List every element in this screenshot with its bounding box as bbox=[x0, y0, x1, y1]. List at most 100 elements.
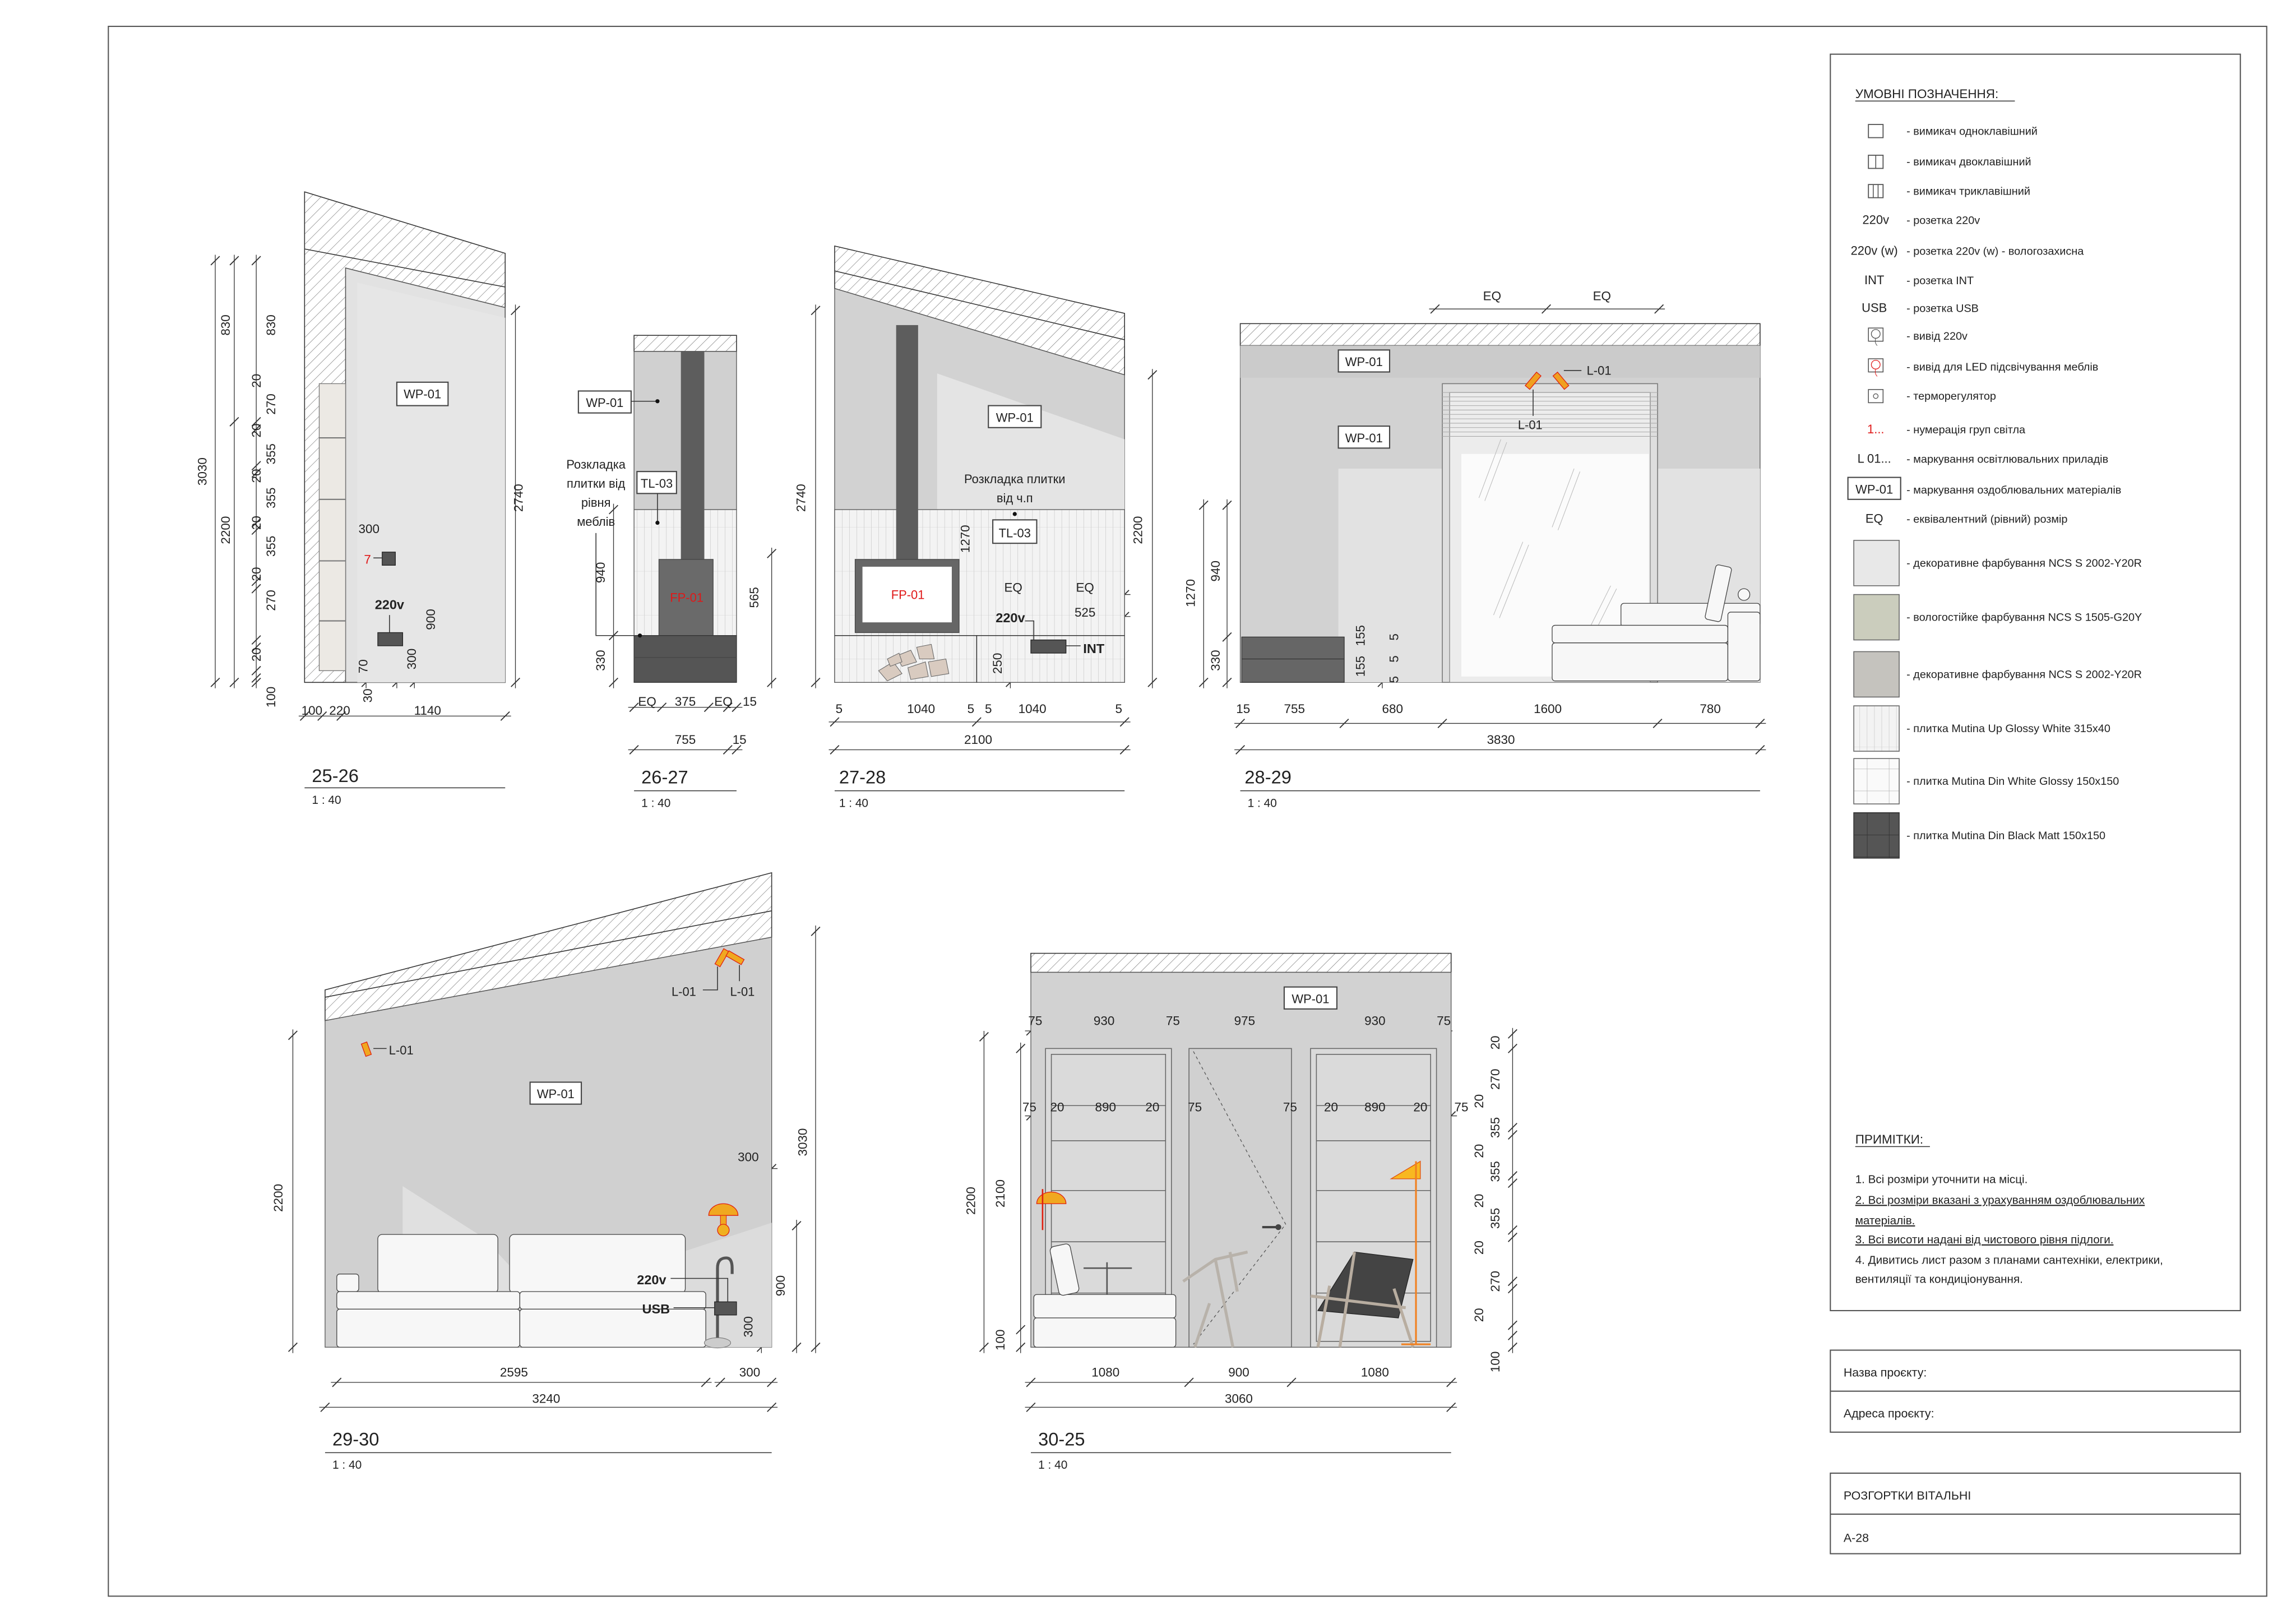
material-tag: WP-01 bbox=[1292, 992, 1329, 1006]
dimension-label: 5 bbox=[1387, 676, 1401, 683]
dimension-line bbox=[1119, 717, 1130, 727]
dimension-line bbox=[811, 1342, 821, 1352]
dimension-label: 330 bbox=[1209, 650, 1223, 670]
dimension-label: EQ bbox=[1483, 289, 1501, 303]
dimension-line bbox=[1286, 1377, 1297, 1387]
dimension-label: 2100 bbox=[993, 1179, 1007, 1207]
dimension-line bbox=[210, 256, 220, 266]
project-address-label: Адреса проєкту: bbox=[1844, 1407, 1934, 1421]
dimension-line bbox=[629, 744, 639, 755]
chimney-flue bbox=[681, 351, 705, 559]
material-swatch-tile-up bbox=[1853, 705, 1900, 752]
material-item: - вологостійке фарбування NCS S 1505-G20… bbox=[1906, 612, 2142, 624]
dimension-label: EQ bbox=[638, 695, 656, 709]
dimension-label: 2740 bbox=[794, 484, 808, 512]
dimension-line bbox=[1654, 304, 1664, 314]
material-item: - декоративне фарбування NCS S 2002-Y20R bbox=[1906, 557, 2142, 570]
legend-symbol: 1... bbox=[1867, 422, 1885, 436]
dimension-label: 75 bbox=[1437, 1014, 1451, 1028]
switch-1-icon bbox=[1868, 124, 1884, 138]
door-handle-icon bbox=[1275, 1224, 1281, 1230]
project-name-label: Назва проєкту: bbox=[1844, 1366, 1927, 1380]
dimension-label: 3830 bbox=[1487, 733, 1515, 747]
note-line: матеріалів. bbox=[1855, 1214, 1915, 1227]
dimension-label: 75 bbox=[1188, 1100, 1202, 1114]
dimension-label: 1080 bbox=[1091, 1366, 1119, 1380]
dimension-line bbox=[1507, 1330, 1517, 1340]
ceiling-hatch bbox=[633, 335, 737, 352]
dimension-label: 20 bbox=[1472, 1144, 1486, 1158]
material-swatch-tile-din-black bbox=[1853, 812, 1900, 859]
elevation-title: 26-27 bbox=[641, 767, 688, 788]
dimension-label: 680 bbox=[1382, 702, 1403, 716]
dimension-line bbox=[1507, 1043, 1517, 1053]
dimension-line bbox=[336, 711, 346, 721]
dimension-line bbox=[1016, 1342, 1026, 1352]
dimension-line bbox=[1147, 677, 1158, 687]
dimension-label: 20 bbox=[1324, 1100, 1338, 1114]
dimension-label: 270 bbox=[1488, 1271, 1502, 1292]
dimension-line bbox=[511, 306, 520, 316]
dimension-line bbox=[1507, 1225, 1517, 1235]
legend-symbol: WP-01 bbox=[1855, 482, 1893, 496]
legend-symbol: USB bbox=[1862, 300, 1887, 314]
dimension-line bbox=[251, 677, 261, 687]
dimension-line bbox=[1755, 718, 1765, 728]
firewood-pile bbox=[878, 644, 950, 682]
dimension-line bbox=[1119, 744, 1130, 755]
dimension-label: 5 bbox=[985, 702, 992, 716]
dimension-line bbox=[299, 711, 309, 721]
dimension-label: 155 bbox=[1354, 656, 1368, 677]
dimension-line bbox=[811, 926, 821, 936]
dimension-line bbox=[1507, 1276, 1517, 1287]
dimension-label: 300 bbox=[738, 1150, 758, 1164]
material-item: - плитка Mutina Din Black Matt 150x150 bbox=[1906, 830, 2105, 842]
dimension-line bbox=[971, 717, 982, 727]
legend-item: - вимикач триклавішний bbox=[1906, 185, 2030, 197]
dimension-label: 565 bbox=[747, 587, 761, 608]
socket-label: 220v bbox=[637, 1273, 666, 1287]
tile-layout-note: плитки від bbox=[567, 476, 625, 491]
sheet-title: РОЗГОРТКИ ВІТАЛЬНІ bbox=[1844, 1489, 1971, 1502]
dimension-line bbox=[791, 1342, 802, 1352]
dimension-line bbox=[1198, 677, 1209, 687]
legend-item: - вивід 220v bbox=[1906, 330, 1968, 343]
dimension-line bbox=[1147, 370, 1158, 380]
material-swatch bbox=[1853, 540, 1900, 586]
legend-panel: УМОВНІ ПОЗНАЧЕННЯ: 220v 220v (w) INT USB… bbox=[1830, 53, 2241, 1312]
dimension-line bbox=[511, 677, 520, 687]
dimension-label: 1270 bbox=[1184, 579, 1198, 607]
dimension-label: 3240 bbox=[532, 1392, 560, 1406]
dimension-line bbox=[703, 702, 714, 712]
socket-int-block bbox=[1030, 639, 1067, 654]
legend-item: - маркування освітлювальних приладів bbox=[1906, 453, 2108, 465]
dimension-line bbox=[767, 1402, 777, 1412]
dimension-label: 100 bbox=[1488, 1352, 1502, 1372]
elevation-25-26: WP-01 7 220v 3030 830 2200 830 20 270 20… bbox=[195, 191, 526, 807]
dimension-line bbox=[1198, 500, 1209, 510]
dimension-line bbox=[251, 635, 261, 645]
dimension-label: 20 bbox=[1472, 1194, 1486, 1208]
dimension-label: 1040 bbox=[907, 702, 935, 716]
thermostat-icon bbox=[1868, 389, 1884, 404]
dimension-label: 75 bbox=[1022, 1100, 1036, 1114]
dimension-label: 20 bbox=[1472, 1308, 1486, 1322]
armchair bbox=[1310, 1251, 1415, 1348]
dimension-label: 220 bbox=[329, 704, 350, 718]
dimension-line bbox=[723, 744, 733, 755]
dimension-line bbox=[791, 1220, 802, 1230]
note-line: 3. Всі висоти надані від чистового рівня… bbox=[1855, 1233, 2114, 1246]
elevation-26-27: WP-01 TL-03 FP-01 Розкладка плитки від р… bbox=[566, 335, 761, 809]
dimension-line bbox=[629, 702, 639, 712]
side-table bbox=[1084, 1262, 1132, 1295]
dimension-line bbox=[1184, 1377, 1194, 1387]
dimension-line bbox=[1437, 718, 1447, 728]
switch-2-icon bbox=[1868, 154, 1884, 169]
dimension-line bbox=[657, 702, 667, 712]
dimension-line bbox=[723, 702, 733, 712]
dimension-label: 1080 bbox=[1361, 1366, 1389, 1380]
dimension-label: 975 bbox=[1234, 1014, 1255, 1028]
tile-layout-note: Розкладка bbox=[566, 457, 626, 471]
dimension-label: 930 bbox=[1364, 1014, 1385, 1028]
